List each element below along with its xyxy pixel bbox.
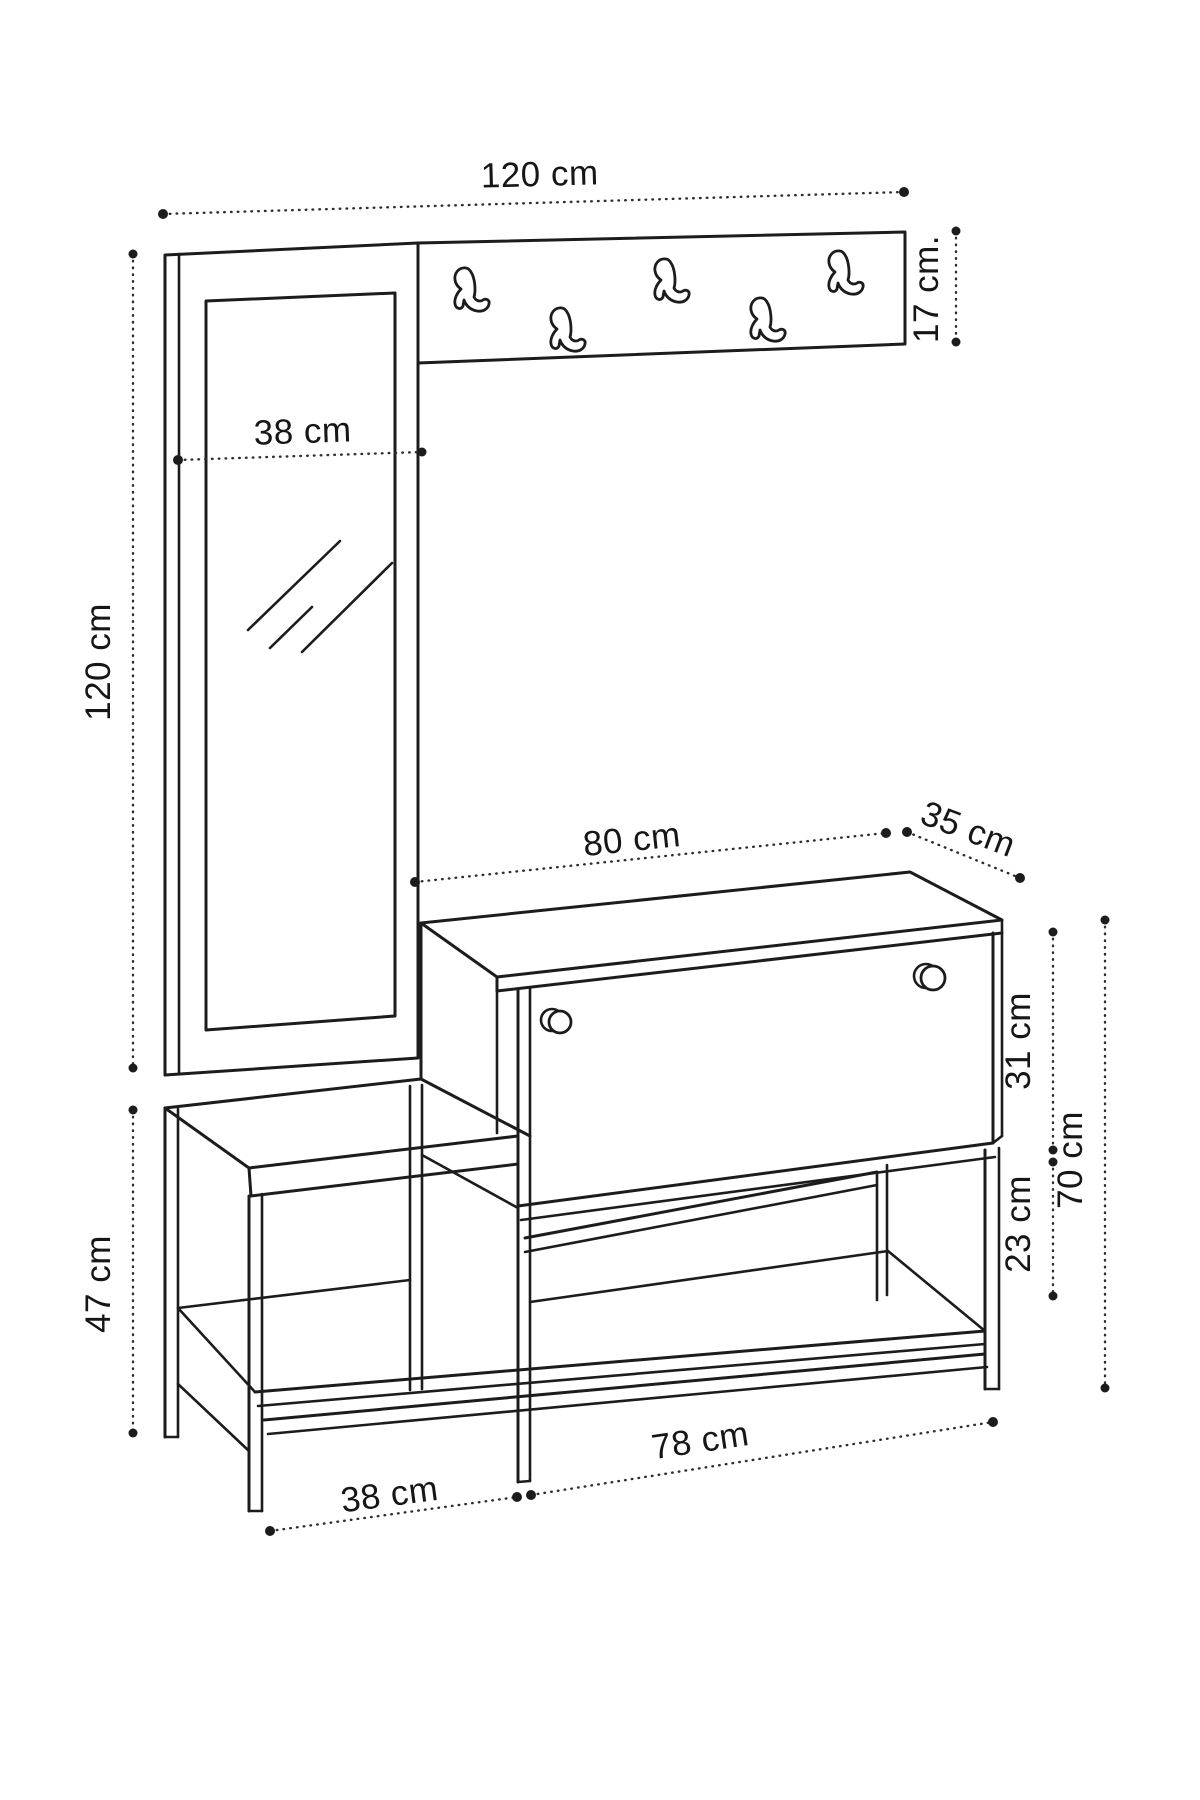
dimension-lines xyxy=(128,187,1110,1536)
dim-label-cabinet-width: 80 cm xyxy=(581,815,682,864)
dim-label-mirror-width: 38 cm xyxy=(253,410,352,452)
coat-hook-icon xyxy=(653,257,691,304)
dimension-labels: 120 cm 17 cm. 38 cm 120 cm 80 cm 35 cm 3… xyxy=(79,153,1090,1520)
coat-hook-icon xyxy=(749,296,787,343)
coat-hook-rail xyxy=(416,230,907,365)
dim-label-cabinet-door-height: 31 cm xyxy=(999,992,1038,1090)
dim-label-cabinet-depth: 35 cm xyxy=(915,794,1020,865)
bench-seat xyxy=(163,1077,532,1198)
dim-label-shelf-section-width: 78 cm xyxy=(649,1414,752,1467)
dim-label-seat-section-width: 38 cm xyxy=(338,1469,440,1520)
shoe-cabinet xyxy=(419,870,1004,1222)
door-knob-icon xyxy=(919,964,947,992)
coat-hook-icon xyxy=(453,266,491,313)
dim-label-bench-frame-height: 70 cm xyxy=(1051,1111,1090,1209)
mirror-glass xyxy=(204,291,397,1032)
door-knob-icon xyxy=(547,1009,573,1035)
mirror-shine-icon xyxy=(246,539,394,654)
cabinet-door xyxy=(516,962,997,1222)
coat-hook-icon xyxy=(827,249,865,296)
coat-hook-icon xyxy=(549,306,587,353)
dim-label-mirror-panel-height: 120 cm xyxy=(79,603,118,721)
dim-label-under-cabinet-gap: 23 cm xyxy=(999,1175,1038,1273)
bench-frame xyxy=(163,1083,1001,1513)
mirror-panel xyxy=(163,241,420,1077)
dim-label-rail-total-width: 120 cm xyxy=(480,153,599,195)
dim-label-bench-seat-height: 47 cm xyxy=(79,1235,118,1333)
lower-shelf xyxy=(176,1249,989,1436)
dim-label-hook-rail-height: 17 cm. xyxy=(907,235,946,343)
